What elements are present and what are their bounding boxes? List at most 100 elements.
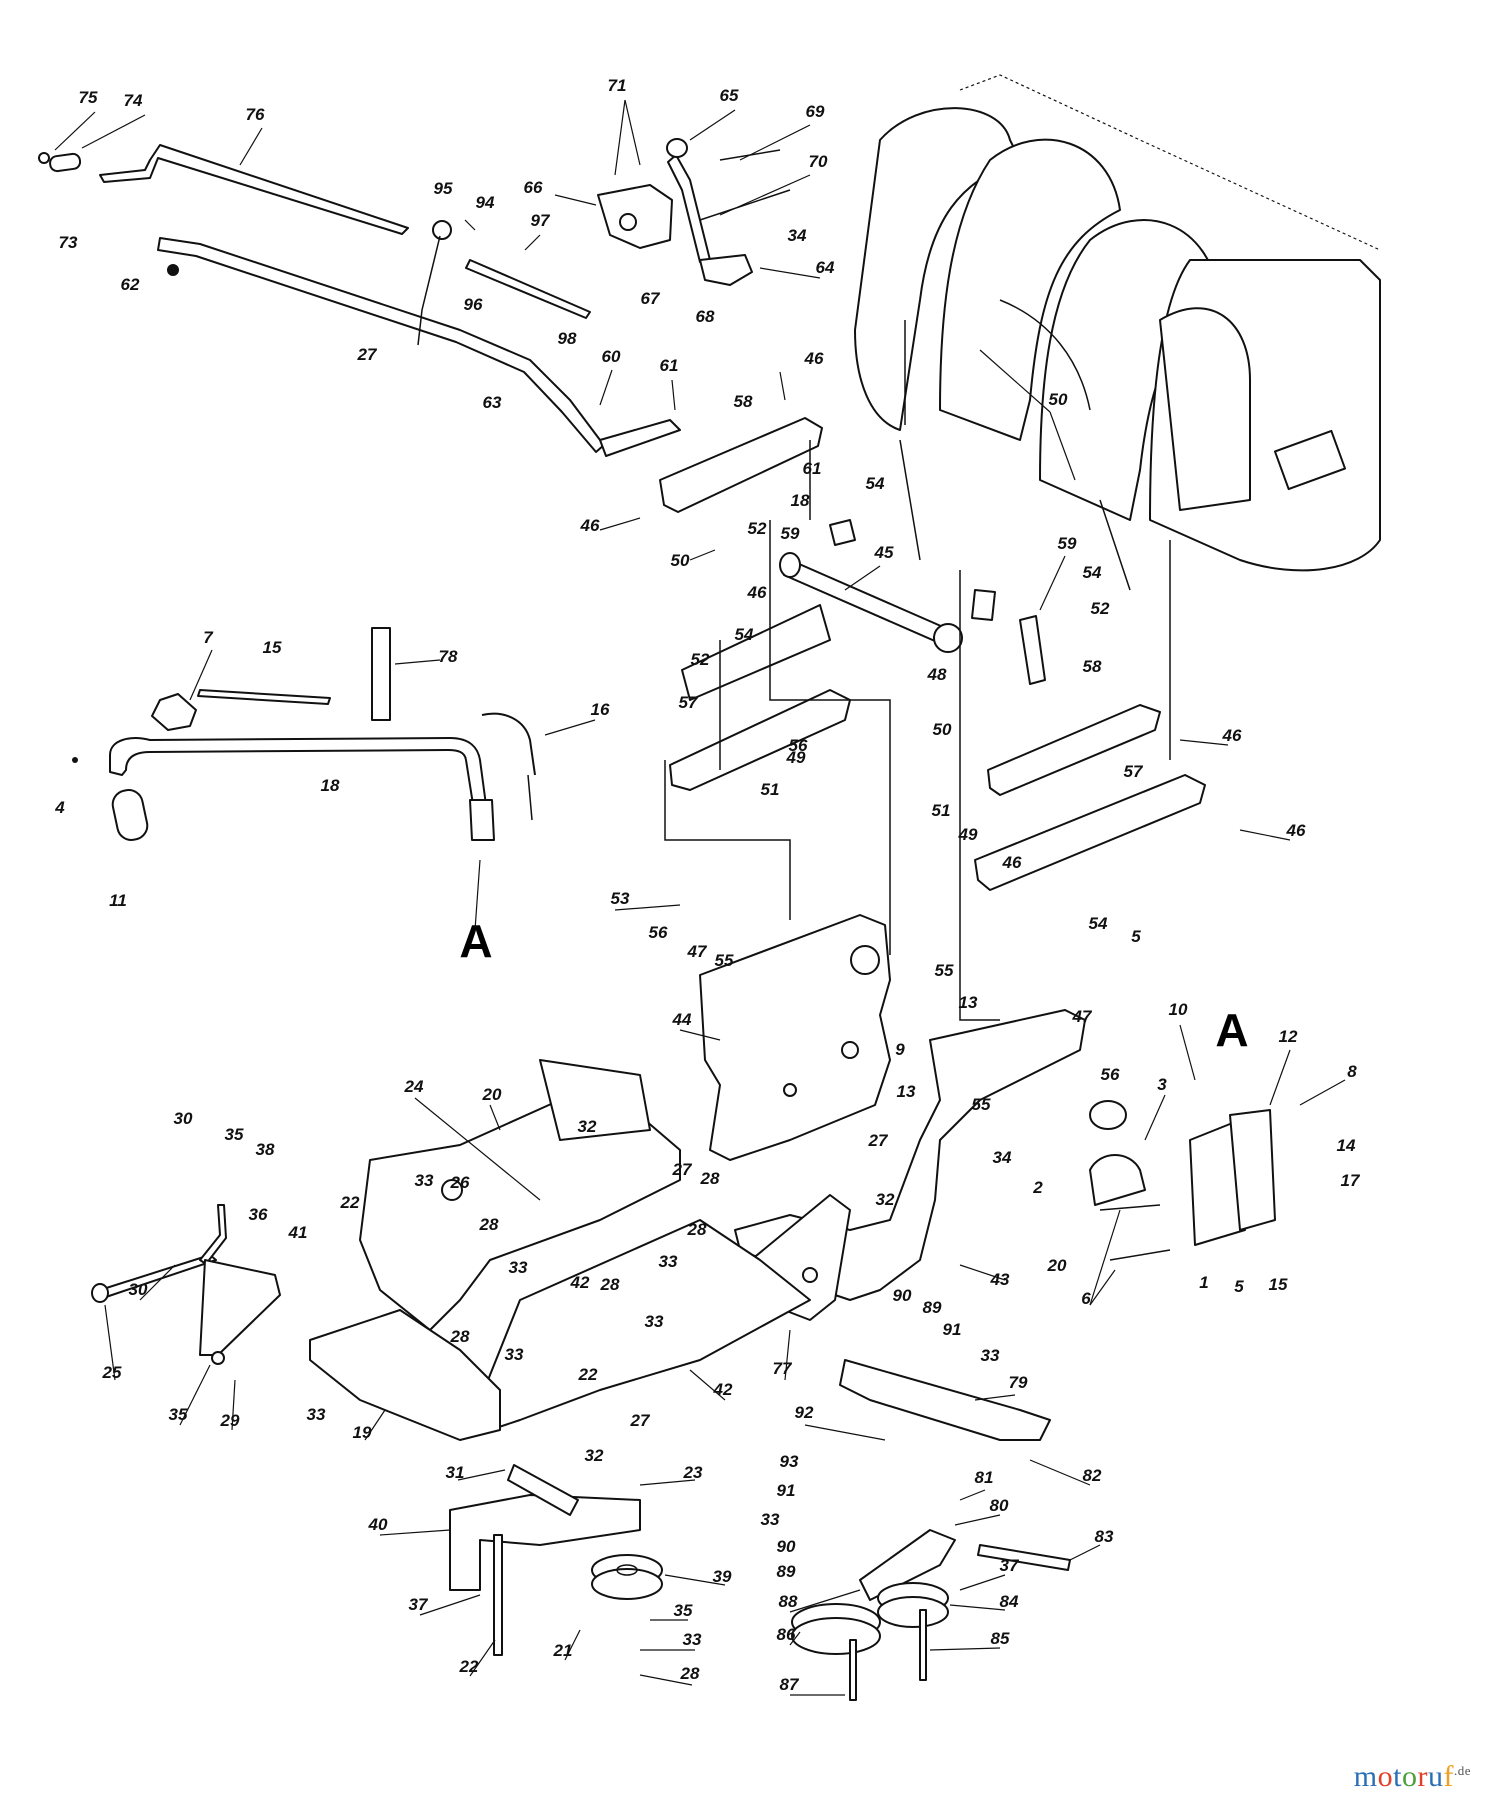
part-label-18: 18 xyxy=(321,776,340,795)
part-label-28: 28 xyxy=(687,1220,707,1239)
part-label-47: 47 xyxy=(1072,1007,1093,1026)
part-label-92: 92 xyxy=(795,1403,814,1422)
part-label-84: 84 xyxy=(1000,1592,1019,1611)
part-label-2: 2 xyxy=(1032,1178,1043,1197)
reference-callouts: AA xyxy=(459,915,1248,1056)
callout-a: A xyxy=(459,915,492,967)
part-label-90: 90 xyxy=(893,1286,912,1305)
part-label-35: 35 xyxy=(225,1125,244,1144)
part-label-22: 22 xyxy=(340,1193,360,1212)
part-label-28: 28 xyxy=(680,1664,700,1683)
part-label-46: 46 xyxy=(1286,821,1306,840)
part-label-4: 4 xyxy=(54,798,65,817)
rod-18-assembly xyxy=(72,627,536,841)
cross-shaft xyxy=(779,519,1046,685)
part-label-58: 58 xyxy=(1083,657,1102,676)
part-label-32: 32 xyxy=(876,1190,895,1209)
right-bracket xyxy=(1089,1100,1276,1261)
part-label-46: 46 xyxy=(1002,853,1022,872)
main-frame xyxy=(699,914,1086,1321)
part-label-17: 17 xyxy=(1341,1171,1361,1190)
part-label-68: 68 xyxy=(696,307,715,326)
part-label-32: 32 xyxy=(578,1117,597,1136)
part-label-52: 52 xyxy=(691,650,710,669)
part-label-16: 16 xyxy=(591,700,610,719)
part-label-45: 45 xyxy=(874,543,894,562)
part-label-79: 79 xyxy=(1009,1373,1028,1392)
part-label-18: 18 xyxy=(791,491,810,510)
leader-lines xyxy=(54,99,1346,1696)
part-label-64: 64 xyxy=(816,258,835,277)
part-label-34: 34 xyxy=(993,1148,1012,1167)
part-label-57: 57 xyxy=(1124,762,1144,781)
part-label-69: 69 xyxy=(806,102,825,121)
part-label-25: 25 xyxy=(102,1363,122,1382)
pivot-bracket xyxy=(597,138,791,286)
part-label-8: 8 xyxy=(1347,1062,1357,1081)
part-label-59: 59 xyxy=(1058,534,1077,553)
part-label-42: 42 xyxy=(570,1273,590,1292)
part-label-27: 27 xyxy=(868,1131,889,1150)
part-label-41: 41 xyxy=(288,1223,308,1242)
part-label-61: 61 xyxy=(803,459,822,478)
part-label-56: 56 xyxy=(789,736,808,755)
part-label-33: 33 xyxy=(307,1405,326,1424)
part-label-58: 58 xyxy=(734,392,753,411)
part-label-32: 32 xyxy=(585,1446,604,1465)
part-label-54: 54 xyxy=(866,474,885,493)
part-label-15: 15 xyxy=(263,638,282,657)
part-label-52: 52 xyxy=(748,519,767,538)
part-label-19: 19 xyxy=(353,1423,372,1442)
part-label-73: 73 xyxy=(59,233,78,252)
part-label-51: 51 xyxy=(761,780,780,799)
part-label-54: 54 xyxy=(1083,563,1102,582)
part-label-20: 20 xyxy=(482,1085,502,1104)
part-label-78: 78 xyxy=(439,647,458,666)
part-label-61: 61 xyxy=(660,356,679,375)
part-label-28: 28 xyxy=(479,1215,499,1234)
rotor-housing xyxy=(854,74,1381,591)
part-label-46: 46 xyxy=(1222,726,1242,745)
part-label-53: 53 xyxy=(611,889,630,908)
part-label-77: 77 xyxy=(773,1359,793,1378)
part-label-31: 31 xyxy=(446,1463,465,1482)
part-label-57: 57 xyxy=(679,693,699,712)
part-label-27: 27 xyxy=(357,345,378,364)
part-label-40: 40 xyxy=(368,1515,388,1534)
part-label-47: 47 xyxy=(687,942,708,961)
part-label-81: 81 xyxy=(975,1468,994,1487)
part-label-50: 50 xyxy=(671,551,690,570)
part-label-94: 94 xyxy=(476,193,495,212)
part-label-9: 9 xyxy=(895,1040,905,1059)
part-label-86: 86 xyxy=(777,1625,796,1644)
part-label-65: 65 xyxy=(720,86,739,105)
part-label-55: 55 xyxy=(715,951,734,970)
part-label-82: 82 xyxy=(1083,1466,1102,1485)
part-label-33: 33 xyxy=(683,1630,702,1649)
part-label-33: 33 xyxy=(509,1258,528,1277)
reference-lines xyxy=(664,320,1171,1021)
part-label-62: 62 xyxy=(121,275,140,294)
part-label-88: 88 xyxy=(779,1592,798,1611)
part-label-76: 76 xyxy=(246,105,265,124)
part-label-97: 97 xyxy=(531,211,551,230)
part-label-48: 48 xyxy=(927,665,947,684)
part-label-33: 33 xyxy=(505,1345,524,1364)
callout-a: A xyxy=(1215,1004,1248,1056)
part-label-7: 7 xyxy=(203,628,214,647)
part-label-22: 22 xyxy=(578,1365,598,1384)
part-label-37: 37 xyxy=(409,1595,429,1614)
part-label-6: 6 xyxy=(1081,1289,1091,1308)
part-label-13: 13 xyxy=(959,993,978,1012)
part-label-67: 67 xyxy=(641,289,661,308)
part-label-55: 55 xyxy=(972,1095,991,1114)
control-rods xyxy=(38,144,681,457)
part-label-33: 33 xyxy=(659,1252,678,1271)
lower-left-linkage xyxy=(91,1204,281,1365)
part-label-35: 35 xyxy=(674,1601,693,1620)
part-label-56: 56 xyxy=(649,923,668,942)
upper-links xyxy=(659,417,1206,891)
part-label-28: 28 xyxy=(700,1169,720,1188)
part-label-71: 71 xyxy=(608,76,627,95)
